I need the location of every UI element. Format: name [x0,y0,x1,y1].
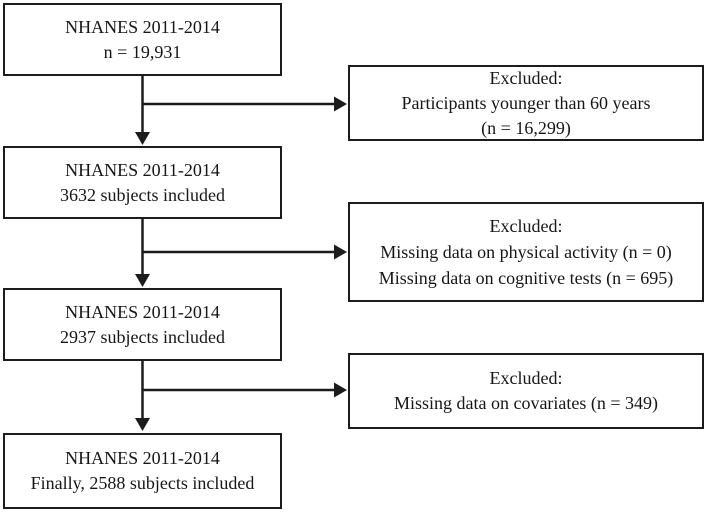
excluded-box-line: Missing data on cognitive tests (n = 695… [378,268,674,288]
arrow-right-1-head [334,96,347,112]
cohort-box-line: NHANES 2011-2014 [65,301,220,322]
cohort-box-line: NHANES 2011-2014 [65,448,220,468]
excluded-box-younger-than-60: Excluded: Participants younger than 60 y… [348,65,704,141]
arrow-down-1-head [135,132,150,145]
excluded-box-line: Excluded: [489,67,563,88]
arrow-down-2-head [135,274,150,287]
excluded-box-missing-activity-cognitive: Excluded: Missing data on physical activ… [348,202,704,302]
excluded-box-line: Participants younger than 60 years [401,92,651,113]
excluded-box-line: Missing data on physical activity (n = 0… [380,242,672,262]
excluded-box-line: (n = 16,299) [481,117,571,138]
arrow-right-2-head [334,244,347,260]
cohort-box-age-eligible: NHANES 2011-2014 3632 subjects included [3,146,282,219]
cohort-box-line: 3632 subjects included [60,184,225,205]
cohort-box-final: NHANES 2011-2014 Finally, 2588 subjects … [3,433,282,509]
excluded-box-missing-covariates: Excluded: Missing data on covariates (n … [348,353,704,429]
cohort-box-complete-tests: NHANES 2011-2014 2937 subjects included [3,288,282,361]
cohort-box-line: NHANES 2011-2014 [65,159,220,180]
arrow-down-3-head [135,418,150,431]
excluded-box-line: Excluded: [489,368,563,388]
arrow-right-3-head [334,382,347,398]
cohort-box-line: Finally, 2588 subjects included [30,473,255,493]
cohort-box-line: 2937 subjects included [60,326,225,347]
excluded-box-line: Missing data on covariates (n = 349) [393,393,659,413]
cohort-box-initial: NHANES 2011-2014 n = 19,931 [3,3,282,76]
excluded-box-line: Excluded: [489,216,563,236]
cohort-box-line: n = 19,931 [103,41,182,62]
cohort-box-line: NHANES 2011-2014 [65,16,220,37]
